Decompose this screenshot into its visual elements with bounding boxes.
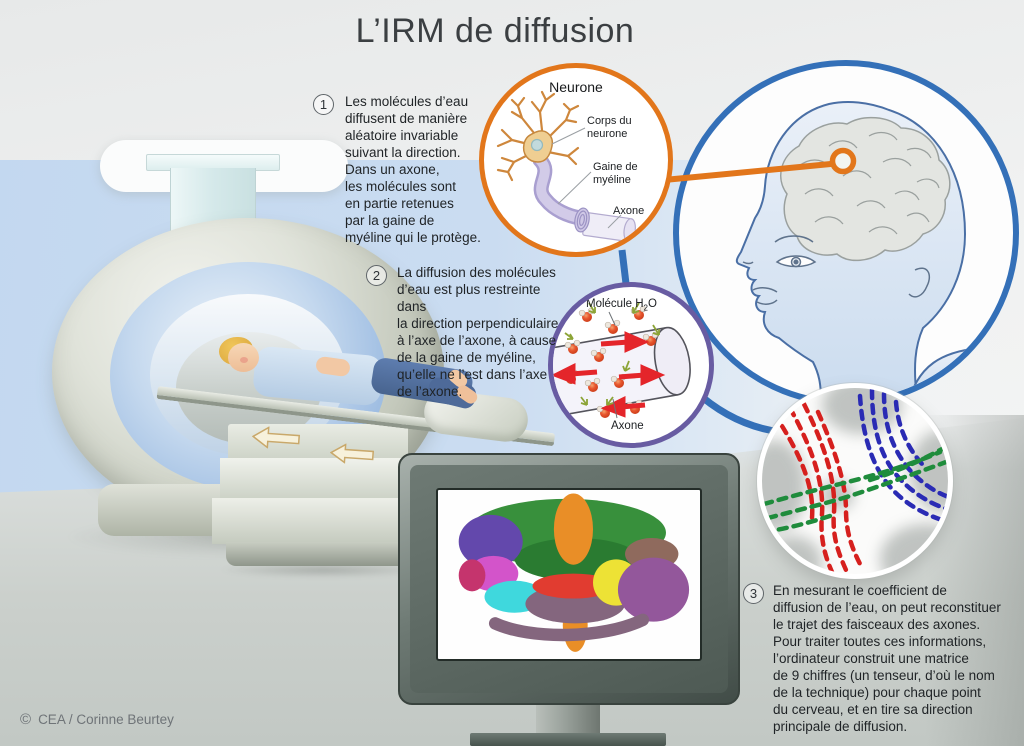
pedestal-shadow bbox=[218, 562, 428, 578]
head-profile-circle bbox=[673, 60, 1019, 406]
step-3-text: En mesurant le coefficient de diffusion … bbox=[773, 583, 1001, 734]
fiber-tracts-illustration bbox=[762, 388, 948, 574]
brain-gyri bbox=[798, 131, 940, 235]
label-soma: Corps du neurone bbox=[587, 115, 632, 140]
neuron-inset: Neurone Corps du neurone Gaine de myélin… bbox=[479, 63, 673, 257]
nucleus bbox=[530, 138, 544, 152]
credit-text: CEA / Corinne Beurtey bbox=[38, 712, 174, 727]
axon-cylinder bbox=[553, 326, 691, 422]
label-water-molecule: Molécule H2O bbox=[586, 298, 657, 313]
monitor-screen bbox=[436, 488, 702, 661]
face-features bbox=[742, 235, 931, 305]
dendrites bbox=[496, 90, 580, 182]
copyright-icon: © bbox=[20, 711, 32, 728]
radial-diffusion-arrows bbox=[564, 302, 660, 406]
tractography-illustration bbox=[458, 493, 690, 652]
neuron-inset-title: Neurone bbox=[549, 79, 603, 95]
step-2-marker: 2 bbox=[366, 265, 387, 286]
molecule-inset: Molécule H2O Axone bbox=[548, 282, 714, 448]
head-illustration bbox=[735, 101, 1013, 400]
fiber-crossing-inset bbox=[757, 383, 953, 579]
step-3-number: 3 bbox=[749, 586, 758, 601]
table-motion-arrow-icon bbox=[329, 443, 375, 464]
copyright-credit: © CEA / Corinne Beurtey bbox=[20, 712, 174, 727]
molecule-illustration bbox=[553, 302, 691, 422]
monitor bbox=[398, 453, 740, 705]
step-2-text: La diffusion des molécules d’eau est plu… bbox=[397, 265, 559, 399]
table-motion-arrow-icon bbox=[251, 426, 301, 449]
step-2-number: 2 bbox=[372, 268, 381, 283]
myelin-rings bbox=[574, 207, 590, 233]
neuron-illustration bbox=[496, 90, 636, 243]
red-fiber-tract bbox=[779, 401, 865, 574]
shoulder bbox=[907, 346, 1013, 400]
axial-diffusion-arrows bbox=[553, 331, 666, 418]
table-pedestal bbox=[212, 498, 424, 544]
page-title: L’IRM de diffusion bbox=[355, 12, 635, 50]
green-fiber-tract bbox=[762, 445, 948, 535]
label-pointer-lines bbox=[551, 127, 622, 229]
patient-cheek bbox=[240, 357, 248, 363]
label-axon: Axone bbox=[611, 420, 644, 432]
step-1-number: 1 bbox=[319, 97, 328, 112]
table-pedestal-base bbox=[226, 542, 410, 566]
label-myelin: Gaine de myéline bbox=[593, 161, 638, 186]
label-pointer-lines bbox=[608, 311, 618, 419]
step-1-marker: 1 bbox=[313, 94, 334, 115]
monitor-stand bbox=[536, 703, 600, 737]
tissue-blob bbox=[764, 536, 822, 574]
step-3-marker: 3 bbox=[743, 583, 764, 604]
monitor-inner-bezel bbox=[410, 465, 728, 693]
monitor-base bbox=[470, 733, 666, 746]
table-pedestal bbox=[228, 424, 408, 460]
step-1-text: Les molécules d’eau diffusent de manière… bbox=[345, 94, 481, 245]
label-axon: Axone bbox=[613, 205, 645, 217]
table-pedestal bbox=[220, 458, 416, 500]
brain bbox=[780, 116, 951, 262]
